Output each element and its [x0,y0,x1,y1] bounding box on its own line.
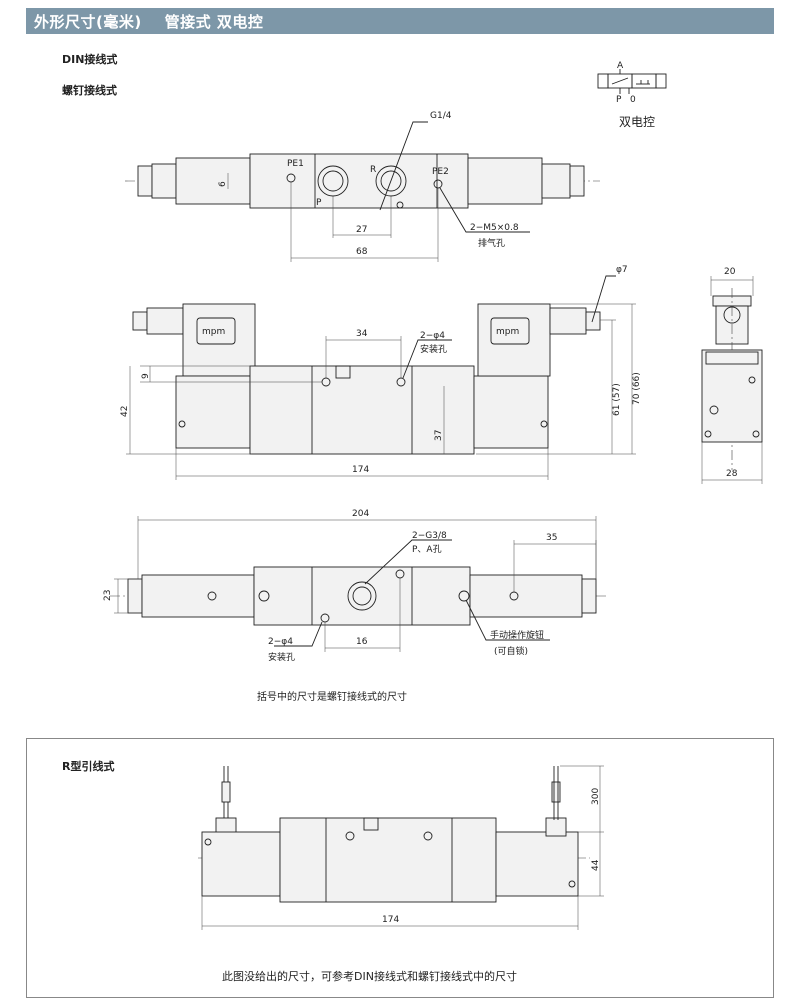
dim-70: 70 (66) [632,372,642,405]
label-mount-front: 安装孔 [420,343,447,355]
label-lock: (可自锁) [494,645,528,657]
label-mount-bottom: 安装孔 [268,651,295,663]
side-view: φ7 20 28 [616,265,763,484]
label-manual: 手动操作旋钮 [490,629,544,641]
dim-6: 6 [218,181,228,187]
dim-44: 44 [591,859,601,871]
bracket-note: 括号中的尺寸是螺钉接线式的尺寸 [257,692,407,703]
dim-23: 23 [103,590,113,601]
label-p: P [316,198,322,208]
r-type-note: 此图没给出的尺寸，可参考DIN接线式和螺钉接线式中的尺寸 [222,970,517,983]
valve-symbol: A P 0 [597,61,667,105]
bottom-view: 204 23 2−G3/8 P、A孔 35 2−φ4 安装孔 16 [103,509,608,663]
dim-61: 61 (57) [612,383,622,416]
label-pa: P、A孔 [412,544,442,555]
dim-28: 28 [726,469,738,479]
section-title: 外形尺寸(毫米) 管接式 双电控 [34,13,264,31]
coil-label-right: mpm [496,327,519,337]
label-hole-bottom: 2−φ4 [268,637,293,647]
label-hole-front: 2−φ4 [420,331,445,341]
dim-174-r: 174 [382,915,399,925]
r-type-view: 300 44 174 [198,765,604,930]
label-phi7: φ7 [616,265,628,275]
screw-label: 螺钉接线式 [62,84,117,97]
din-label: DIN接线式 [62,53,118,66]
dim-27: 27 [356,225,367,235]
symbol-a: A [617,61,624,71]
r-type-frame [26,738,774,998]
dim-300: 300 [591,788,601,805]
dim-20: 20 [724,267,736,277]
label-pe1: PE1 [287,159,304,169]
label-exhaust: 排气孔 [478,237,505,249]
top-view: G1/4 PE1 PE2 R P 6 27 68 2−M5×0.8 排气孔 [125,111,600,262]
label-g38: 2−G3/8 [412,531,447,541]
r-type-label: R型引线式 [62,760,115,773]
dim-68: 68 [356,247,368,257]
dim-9: 9 [141,373,151,379]
label-r: R [370,165,376,175]
symbol-zero: 0 [630,95,636,105]
label-pe2: PE2 [432,167,449,177]
dim-16: 16 [356,637,368,647]
dim-35: 35 [546,533,557,543]
dim-174-front: 174 [352,465,369,475]
label-m5: 2−M5×0.8 [470,223,519,233]
dim-37: 37 [434,430,444,441]
symbol-p: P [616,95,622,105]
section-header: 外形尺寸(毫米) 管接式 双电控 [26,8,774,34]
label-g14: G1/4 [430,111,452,121]
dim-34: 34 [356,329,368,339]
front-view: mpm mpm 34 2−φ4 安装孔 9 42 37 174 [120,275,642,480]
coil-label-left: mpm [202,327,225,337]
dim-204: 204 [352,509,369,519]
symbol-caption: 双电控 [619,115,656,129]
dim-42: 42 [120,406,130,417]
